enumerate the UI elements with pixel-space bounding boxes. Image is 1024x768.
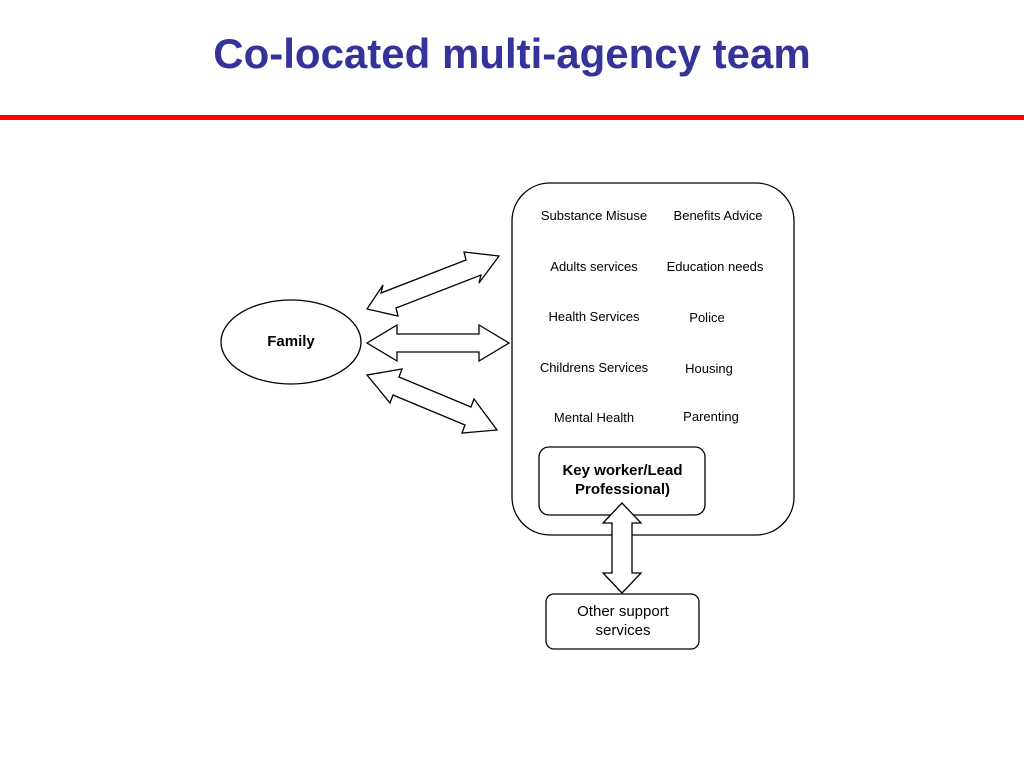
service-label: Police — [689, 309, 725, 325]
other-support-label: Other support services — [577, 602, 669, 639]
arrow-keyworker-othersupport — [601, 502, 643, 594]
arrow-family-team-lower — [365, 368, 499, 434]
service-label: Substance Misuse — [540, 207, 648, 223]
team-container — [511, 182, 795, 536]
service-label: Education needs — [666, 258, 764, 274]
title-divider — [0, 115, 1024, 120]
other-support-box — [545, 593, 700, 650]
service-label: Adults services — [550, 258, 638, 274]
slide-title: Co-located multi-agency team — [213, 30, 811, 77]
service-label: Benefits Advice — [673, 207, 763, 223]
arrow-family-team-upper — [365, 251, 501, 317]
service-label: Health Services — [548, 308, 640, 324]
key-worker-label: Key worker/Lead Professional) — [562, 462, 683, 498]
arrow-family-team-middle — [365, 323, 511, 363]
service-label: Childrens Services — [539, 359, 649, 375]
service-label: Mental Health — [553, 409, 635, 425]
service-label: Housing — [685, 360, 733, 376]
family-node — [220, 299, 362, 385]
family-label: Family — [267, 332, 315, 350]
service-label: Parenting — [683, 408, 739, 424]
